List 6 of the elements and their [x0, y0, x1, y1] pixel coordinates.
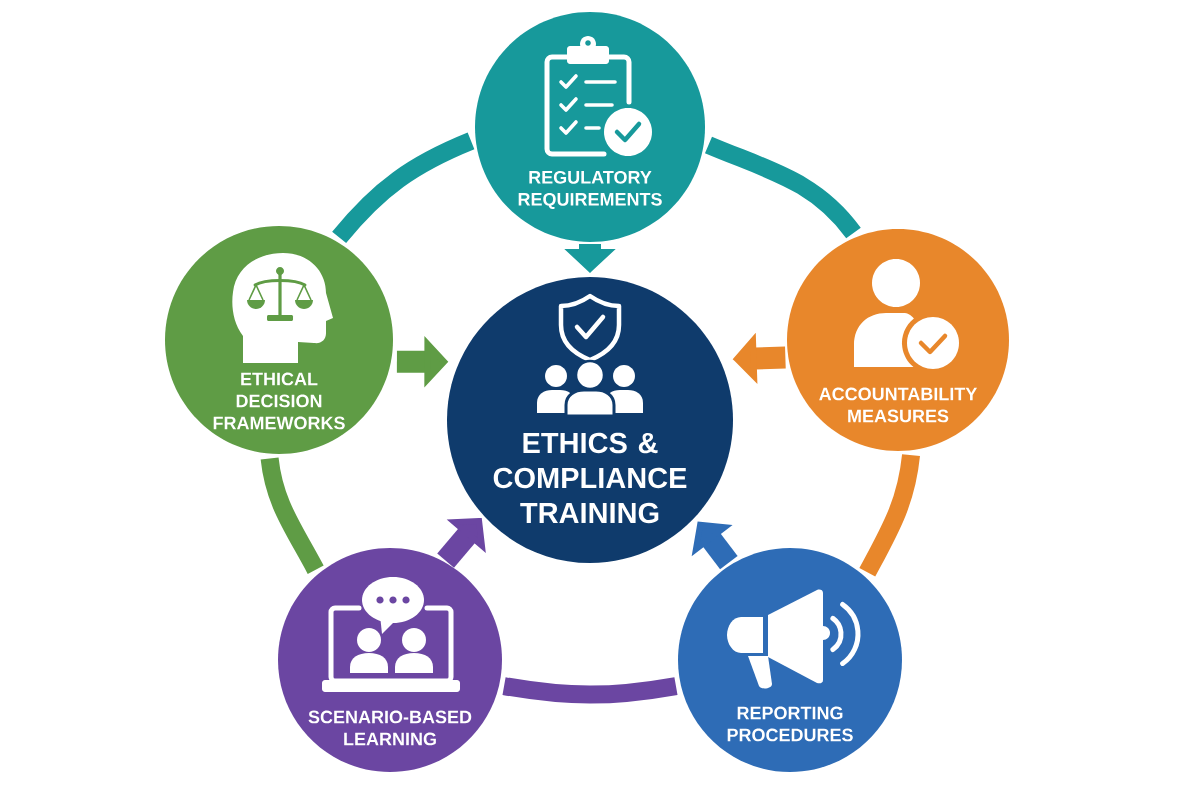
- connector-arc: [859, 454, 920, 577]
- connector-arc: [705, 136, 861, 239]
- connector-arc: [502, 677, 678, 704]
- connector-arc: [332, 132, 475, 244]
- arrow: [691, 521, 738, 570]
- connector-arc: [260, 457, 324, 575]
